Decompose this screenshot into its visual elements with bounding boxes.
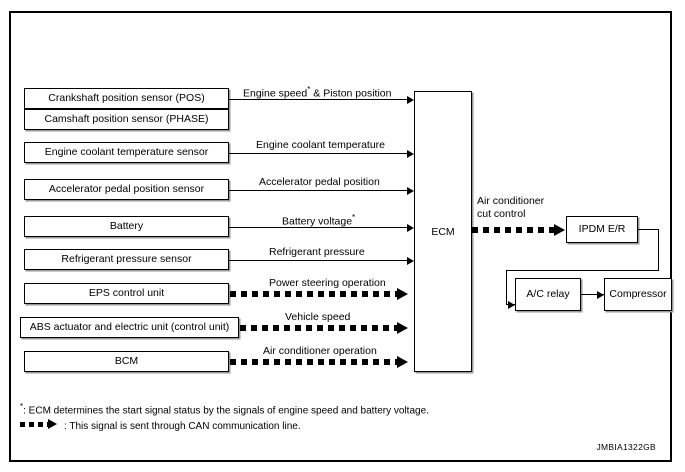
source-label: Engine coolant temperature sensor: [44, 145, 209, 158]
route-ipdm-down: [658, 229, 659, 270]
compressor-label: Compressor: [609, 287, 667, 300]
signal-label-coolant-temp: Engine coolant temperature: [256, 139, 385, 151]
signal-label-accelerator: Accelerator pedal position: [259, 176, 380, 188]
can-legend-arrowhead: [48, 419, 57, 429]
diagram-frame: Crankshaft position sensor (POS) Camshaf…: [9, 11, 672, 462]
source-label: ABS actuator and electric unit (control …: [29, 320, 230, 333]
source-box-abs-actuator: ABS actuator and electric unit (control …: [20, 317, 239, 338]
arrowhead-accelerator: [407, 186, 414, 195]
source-label: Refrigerant pressure sensor: [61, 252, 192, 265]
signal-text: Battery voltage: [282, 215, 353, 228]
footnote-asterisk-text: : ECM determines the start signal status…: [23, 405, 429, 417]
asterisk-mark: *: [307, 85, 311, 94]
source-box-accelerator-pedal: Accelerator pedal position sensor: [24, 179, 229, 200]
source-label: Crankshaft position sensor (POS): [48, 91, 205, 104]
signal-label-power-steering: Power steering operation: [269, 277, 386, 289]
ac-cut-line2: cut control: [477, 208, 526, 221]
signal-label-engine-speed: Engine speed* & Piston position: [243, 85, 392, 100]
signal-line-engine-speed: [229, 99, 407, 100]
source-label: BCM: [114, 354, 139, 367]
signal-label-ac-cut-control: Air conditioner cut control: [477, 195, 544, 221]
signal-label-refrigerant: Refrigerant pressure: [269, 246, 365, 258]
footnote-asterisk: *: ECM determines the start signal statu…: [20, 402, 429, 416]
can-line-power-steering: [230, 291, 397, 297]
footnote-can: : This signal is sent through CAN commun…: [20, 419, 301, 432]
source-box-crankshaft: Crankshaft position sensor (POS): [24, 88, 229, 109]
route-ipdm-down2: [506, 270, 507, 304]
can-arrowhead-vehicle-speed: [397, 321, 408, 334]
can-line-ac-cut-control: [472, 227, 554, 233]
ipdm-label: IPDM E/R: [578, 222, 626, 235]
source-box-refrigerant-pressure: Refrigerant pressure sensor: [24, 249, 229, 270]
signal-line-refrigerant: [229, 260, 407, 261]
can-line-vehicle-speed: [240, 325, 397, 331]
route-ipdm-left: [506, 270, 659, 271]
source-box-coolant-temp: Engine coolant temperature sensor: [24, 142, 229, 163]
asterisk-mark: *: [352, 213, 356, 222]
arrowhead-battery-voltage: [407, 223, 414, 232]
arrowhead-coolant-temp: [407, 149, 414, 158]
signal-text-suffix: & Piston position: [310, 87, 392, 100]
asterisk-mark: *: [20, 402, 24, 411]
source-label: Camshaft position sensor (PHASE): [44, 112, 209, 125]
arrowhead-compressor: [597, 290, 604, 299]
can-arrowhead-power-steering: [397, 287, 408, 300]
signal-label-ac-operation: Air conditioner operation: [263, 345, 377, 357]
signal-line-accelerator: [229, 190, 407, 191]
ipdm-er-box: IPDM E/R: [566, 216, 638, 243]
source-box-eps-control-unit: EPS control unit: [24, 283, 229, 304]
signal-label-battery-voltage: Battery voltage*: [282, 213, 355, 228]
can-line-ac-operation: [230, 359, 397, 365]
ac-relay-box: A/C relay: [515, 278, 581, 311]
ecm-label: ECM: [431, 225, 455, 238]
signal-line-coolant-temp: [229, 153, 407, 154]
figure-id: JMBIA1322GB: [596, 442, 656, 452]
ac-relay-label: A/C relay: [526, 287, 570, 300]
arrowhead-refrigerant: [407, 256, 414, 265]
arrowhead-ac-relay: [508, 300, 515, 309]
can-legend-glyph: [20, 422, 48, 427]
compressor-box: Compressor: [604, 278, 672, 311]
source-label: Accelerator pedal position sensor: [48, 182, 205, 195]
signal-line-battery-voltage: [229, 227, 407, 228]
source-box-battery: Battery: [24, 216, 229, 237]
can-arrowhead-ac-operation: [397, 355, 408, 368]
route-ipdm-right: [638, 229, 659, 230]
route-relay-compressor: [581, 294, 604, 295]
ac-cut-line1: Air conditioner: [477, 195, 545, 207]
signal-text: Engine speed: [243, 87, 308, 100]
footnote-can-text: : This signal is sent through CAN commun…: [64, 421, 301, 432]
can-arrowhead-ac-cut-control: [554, 223, 565, 236]
source-label: Battery: [109, 219, 144, 232]
signal-label-vehicle-speed: Vehicle speed: [285, 311, 351, 323]
source-box-camshaft: Camshaft position sensor (PHASE): [24, 109, 229, 130]
arrowhead-engine-speed: [407, 95, 414, 104]
source-box-bcm: BCM: [24, 351, 229, 372]
ecm-box: ECM: [414, 91, 472, 372]
source-label: EPS control unit: [88, 286, 165, 299]
